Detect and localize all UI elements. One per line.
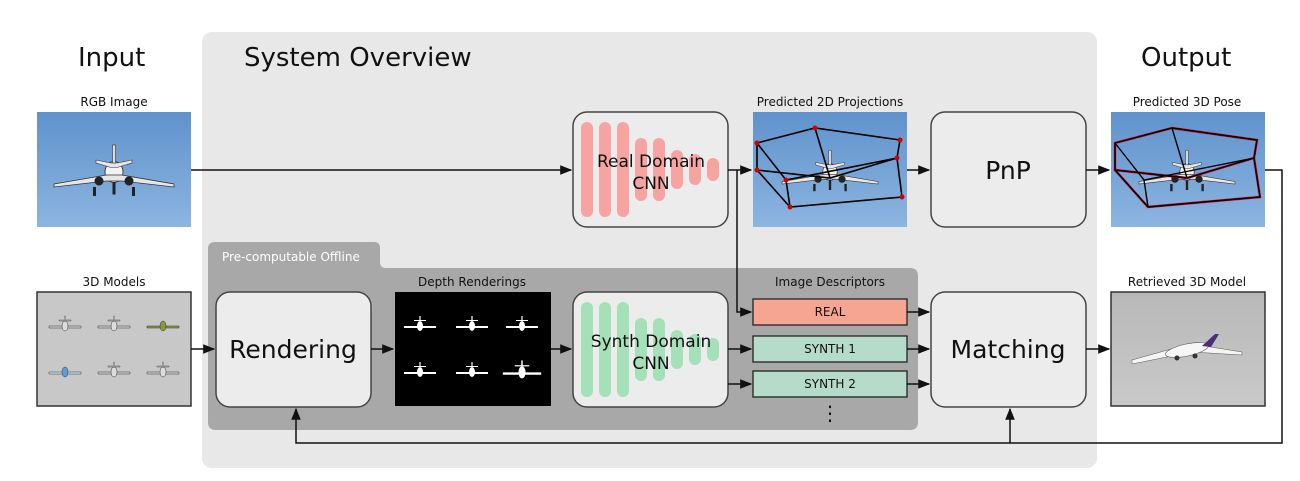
offline-label: Pre-computable Offline: [222, 250, 360, 264]
caption-rgb-image: RGB Image: [80, 95, 147, 109]
descriptor-synth-1-label: SYNTH 1: [804, 342, 856, 356]
rendering-label: Rendering: [229, 335, 357, 364]
rgb-image: [37, 112, 191, 227]
caption-image-descriptors: Image Descriptors: [775, 275, 885, 289]
synth-cnn-label-1: Synth Domain: [591, 332, 711, 352]
descriptor-synth-2-label: SYNTH 2: [804, 377, 856, 391]
heading-system-overview: System Overview: [244, 43, 472, 73]
descriptor-synth-1: SYNTH 1: [752, 335, 908, 363]
caption-3d-models: 3D Models: [83, 275, 146, 289]
heading-input: Input: [78, 43, 145, 73]
flow-arrows: [191, 165, 1283, 444]
synth-domain-cnn-box: Synth Domain CNN: [572, 291, 729, 408]
caption-predicted-2d: Predicted 2D Projections: [757, 95, 903, 109]
caption-depth-renderings: Depth Renderings: [418, 275, 526, 289]
predicted-3d-image: [1111, 112, 1265, 227]
synth-cnn-label-2: CNN: [632, 354, 669, 374]
matching-box: Matching: [930, 291, 1087, 408]
descriptor-more-dots: ⋮: [820, 401, 840, 425]
real-domain-cnn-box: Real Domain CNN: [572, 111, 729, 228]
models-3d-image: [36, 291, 192, 407]
matching-label: Matching: [951, 335, 1066, 364]
pnp-label: PnP: [985, 156, 1031, 185]
heading-output: Output: [1141, 43, 1231, 73]
caption-retrieved-model: Retrieved 3D Model: [1128, 275, 1246, 289]
descriptor-synth-2: SYNTH 2: [752, 370, 908, 398]
retrieved-model-image: [1110, 291, 1266, 407]
predicted-2d-image: [753, 112, 907, 227]
descriptor-real: REAL: [752, 298, 908, 326]
rendering-box: Rendering: [215, 291, 372, 408]
real-cnn-label-1: Real Domain: [597, 152, 705, 172]
descriptor-real-label: REAL: [815, 305, 846, 319]
real-cnn-label-2: CNN: [632, 174, 669, 194]
pnp-box: PnP: [930, 111, 1087, 228]
caption-predicted-3d: Predicted 3D Pose: [1133, 95, 1242, 109]
depth-renderings-image: [395, 292, 551, 406]
